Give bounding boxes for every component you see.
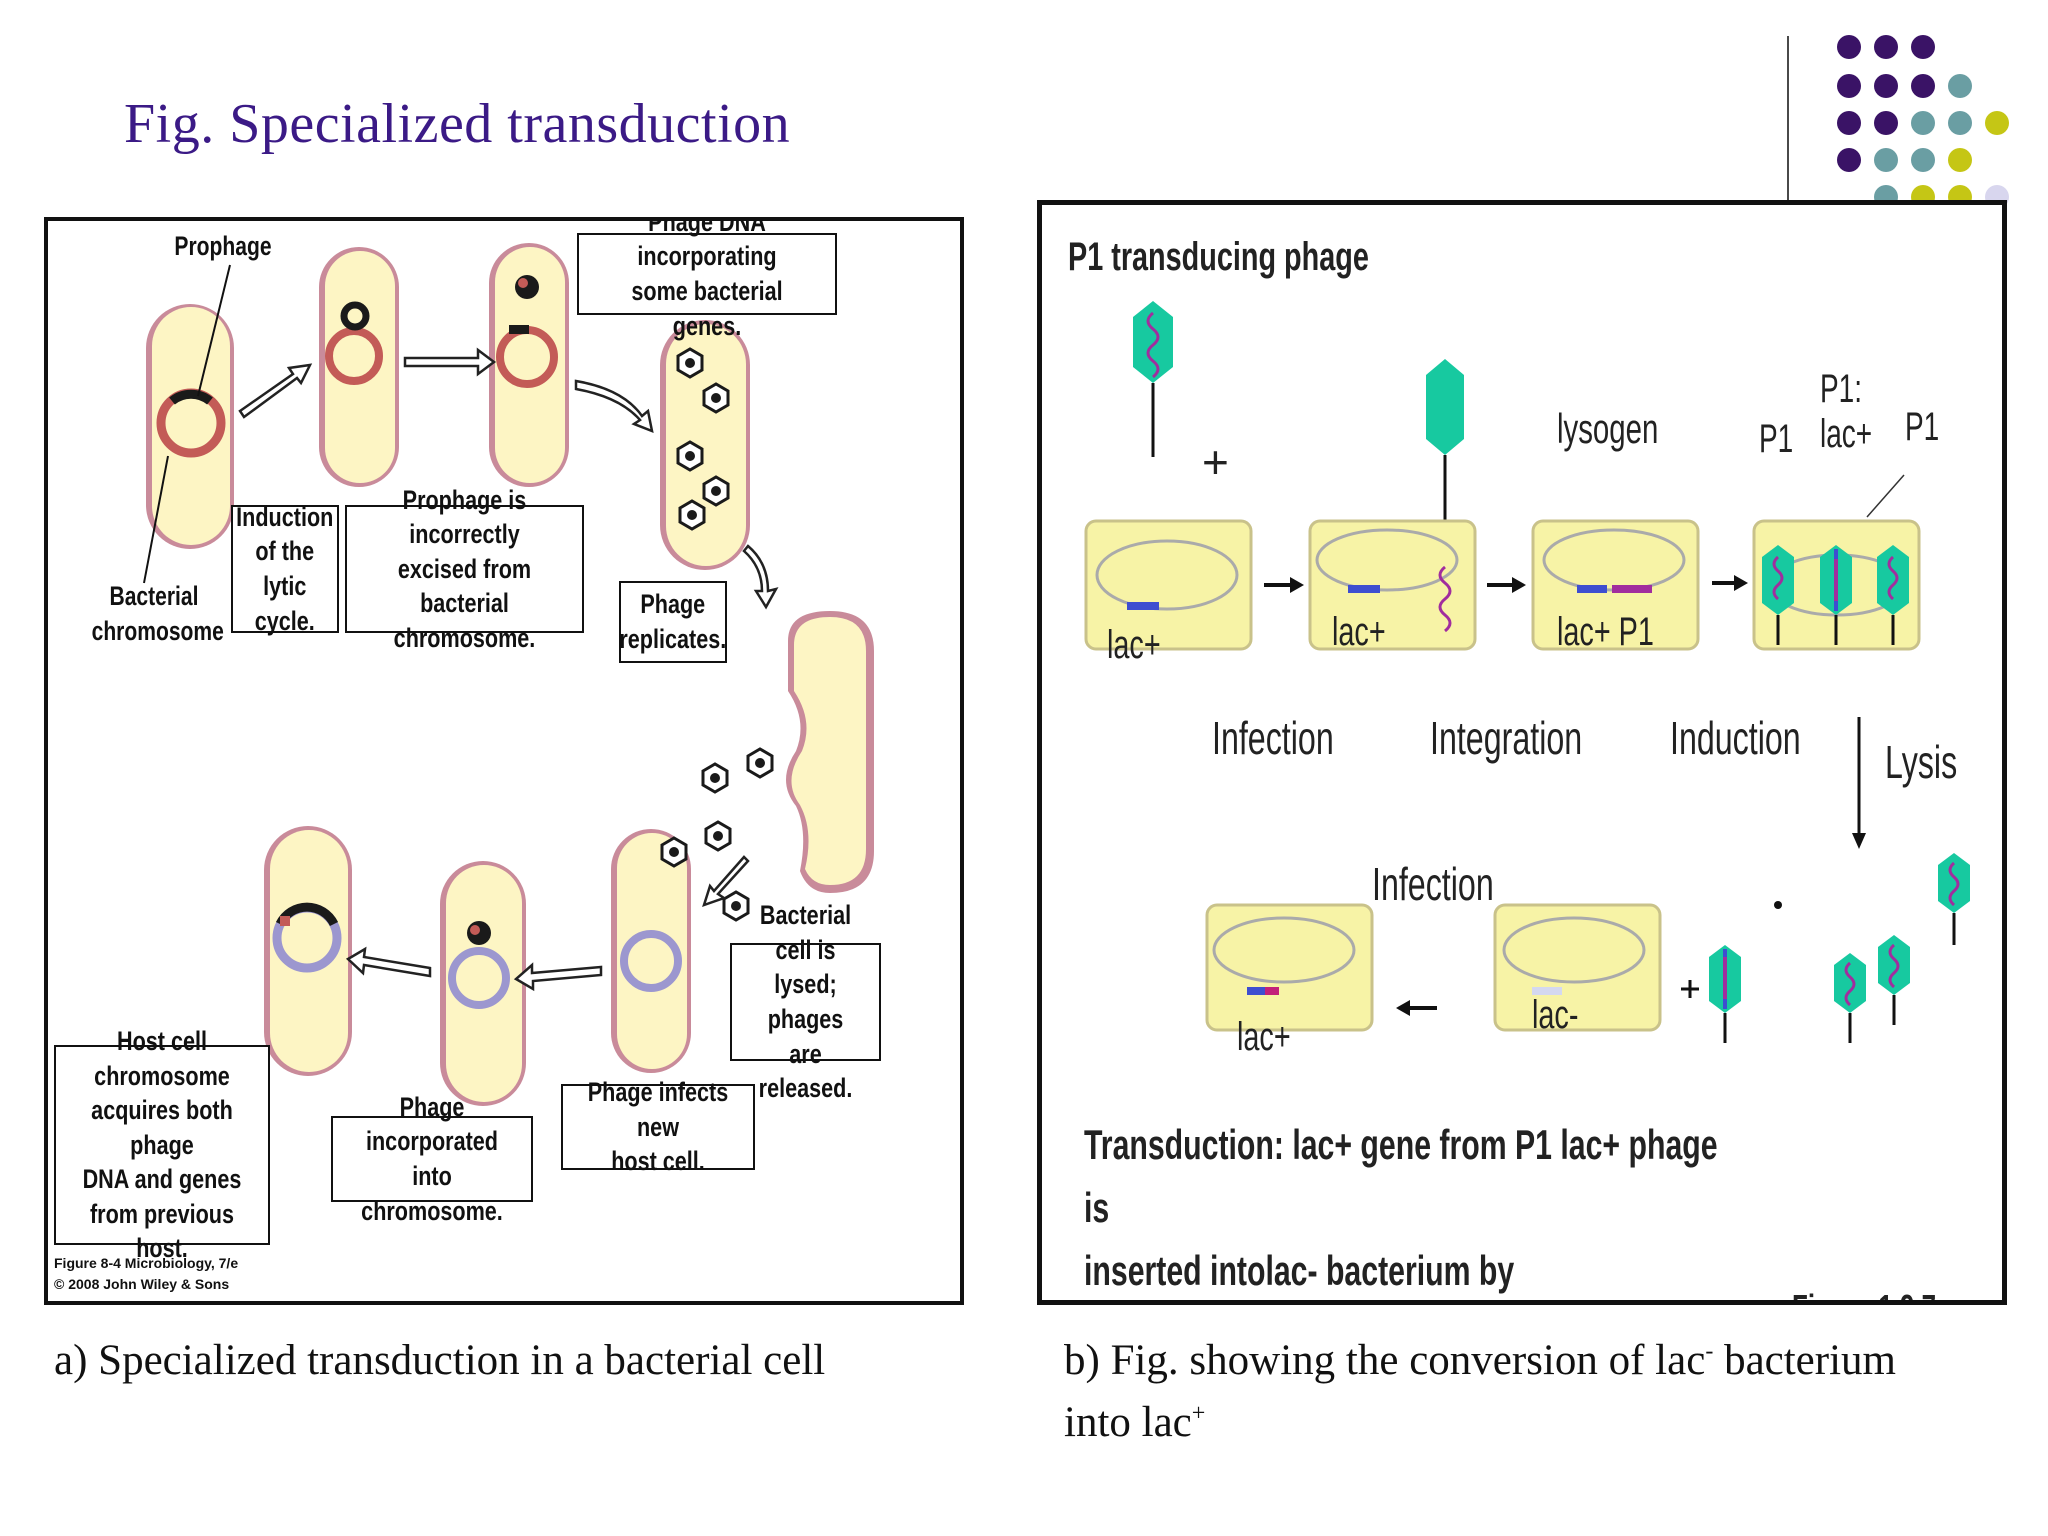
dot — [1874, 74, 1898, 98]
dot — [1948, 111, 1972, 135]
incorporated-box: Phage incorporated into chromosome. — [331, 1092, 533, 1226]
host-box: Host cell chromosome acquires both phage… — [54, 1026, 270, 1263]
dot — [1874, 148, 1898, 172]
cell-incorporated — [440, 861, 526, 1106]
incorporated-text: Phage incorporated into chromosome. — [361, 1091, 503, 1226]
cell-3-lysogen — [1531, 519, 1700, 651]
caption-a: a) Specialized transduction in a bacteri… — [54, 1337, 826, 1384]
incorporating-box: Phage DNA incorporating some bacterial g… — [577, 221, 837, 341]
dot — [1911, 111, 1935, 135]
p1-heading: P1 transducing phage — [1068, 235, 1369, 279]
dot — [1985, 111, 2009, 135]
p1-lac-label: P1: lac+ — [1820, 367, 1873, 456]
cell-lysed — [701, 611, 874, 922]
induction-text: Induction of the lytic cycle. — [236, 501, 334, 636]
prophage-label: Prophage — [174, 231, 272, 261]
dot — [1874, 35, 1898, 59]
caption-b-superscript-minus: - — [1705, 1338, 1714, 1365]
cell6-gene-label: lac+ — [1237, 1015, 1291, 1059]
figure-reference: Figure 1.9.7 — [1792, 1287, 1936, 1300]
integration-label: Integration — [1430, 712, 1583, 764]
dot — [1837, 148, 1861, 172]
dot — [1948, 74, 1972, 98]
caption-b: b) Fig. showing the conversion of lac- b… — [1064, 1330, 1896, 1455]
lysed-box: Bacterial cell is lysed; phages are rele… — [730, 900, 881, 1103]
induction-box: Induction of the lytic cycle. — [231, 502, 339, 636]
cell-6-lac-plus-result — [1205, 903, 1374, 1032]
caption-b-superscript-plus: + — [1191, 1401, 1206, 1428]
caption-b-line2: into lac — [1064, 1399, 1192, 1447]
dot — [1911, 148, 1935, 172]
transduction-cycle-drawing — [143, 243, 874, 1106]
cell5-gene-label: lac- — [1532, 993, 1579, 1037]
specialized-transduction-diagram: Prophage Bacterial chromosome Induction … — [44, 217, 964, 1305]
cell-final — [264, 826, 352, 1076]
dot — [1911, 35, 1935, 59]
cell2-gene-label: lac+ — [1332, 610, 1386, 654]
dot — [1911, 74, 1935, 98]
plus-sign: + — [1202, 436, 1229, 488]
stray-dot — [1774, 901, 1782, 909]
dot — [1837, 74, 1861, 98]
transducing-phage — [1133, 301, 1173, 457]
dot — [1948, 148, 1972, 172]
incorporating-text: Phage DNA incorporating some bacterial g… — [631, 217, 783, 341]
bacterial-chromosome-label: Bacterial chromosome — [91, 581, 224, 646]
released-phages — [1709, 853, 1970, 1043]
divider-line — [1787, 36, 1789, 202]
p1-left-label: P1 — [1759, 417, 1794, 461]
slide-title: Fig. Specialized transduction — [124, 93, 791, 155]
cell-new-host — [611, 829, 691, 1073]
cell-1-lac-plus — [1084, 519, 1253, 651]
p1-transduction-drawing — [1084, 301, 1970, 1043]
caption-b-part1: b) Fig. showing the conversion of lac — [1064, 1337, 1706, 1384]
p1-transduction-diagram: P1 transducing phage + lysogen P1 P1: la… — [1037, 200, 2007, 1305]
host-text: Host cell chromosome acquires both phage… — [82, 1026, 242, 1264]
transduction-description: Transduction: lac+ gene from P1 lac+ pha… — [1084, 1121, 1718, 1294]
lysed-text: Bacterial cell is lysed; phages are rele… — [758, 900, 853, 1104]
cell-2-infection — [1308, 519, 1477, 651]
caption-b-part2: bacterium — [1713, 1337, 1896, 1384]
induction-label: Induction — [1670, 712, 1801, 764]
dot — [1874, 111, 1898, 135]
dot — [1837, 35, 1861, 59]
excised-box: Prophage is incorrectly excised from bac… — [345, 485, 584, 653]
dot — [1837, 111, 1861, 135]
cell-replicates — [660, 320, 750, 570]
infection-label: Infection — [1212, 712, 1334, 764]
cell3-gene-label: lac+ P1 — [1557, 610, 1654, 654]
lysis-label: Lysis — [1885, 736, 1958, 788]
lysogen-label: lysogen — [1557, 405, 1659, 452]
figure-credit: Figure 8-4 Microbiology, 7/e © 2008 John… — [54, 1255, 239, 1292]
cell-excised — [489, 243, 569, 487]
infects-box: Phage infects new host cell. — [561, 1077, 755, 1176]
cell-induction — [319, 247, 399, 487]
cell-5-lac-minus — [1493, 903, 1662, 1032]
cell-initial — [146, 304, 234, 549]
replicates-text: Phage replicates. — [619, 589, 727, 654]
cell-4-induced — [1752, 474, 1921, 651]
excised-text: Prophage is incorrectly excised from bac… — [393, 484, 536, 653]
infection-2-label: Infection — [1372, 858, 1494, 910]
cell1-gene-label: lac+ — [1107, 623, 1161, 667]
infects-text: Phage infects new host cell. — [587, 1077, 729, 1177]
infecting-phage — [1426, 359, 1464, 530]
replicates-box: Phage replicates. — [619, 581, 727, 663]
p1-right-label: P1 — [1905, 405, 1940, 449]
